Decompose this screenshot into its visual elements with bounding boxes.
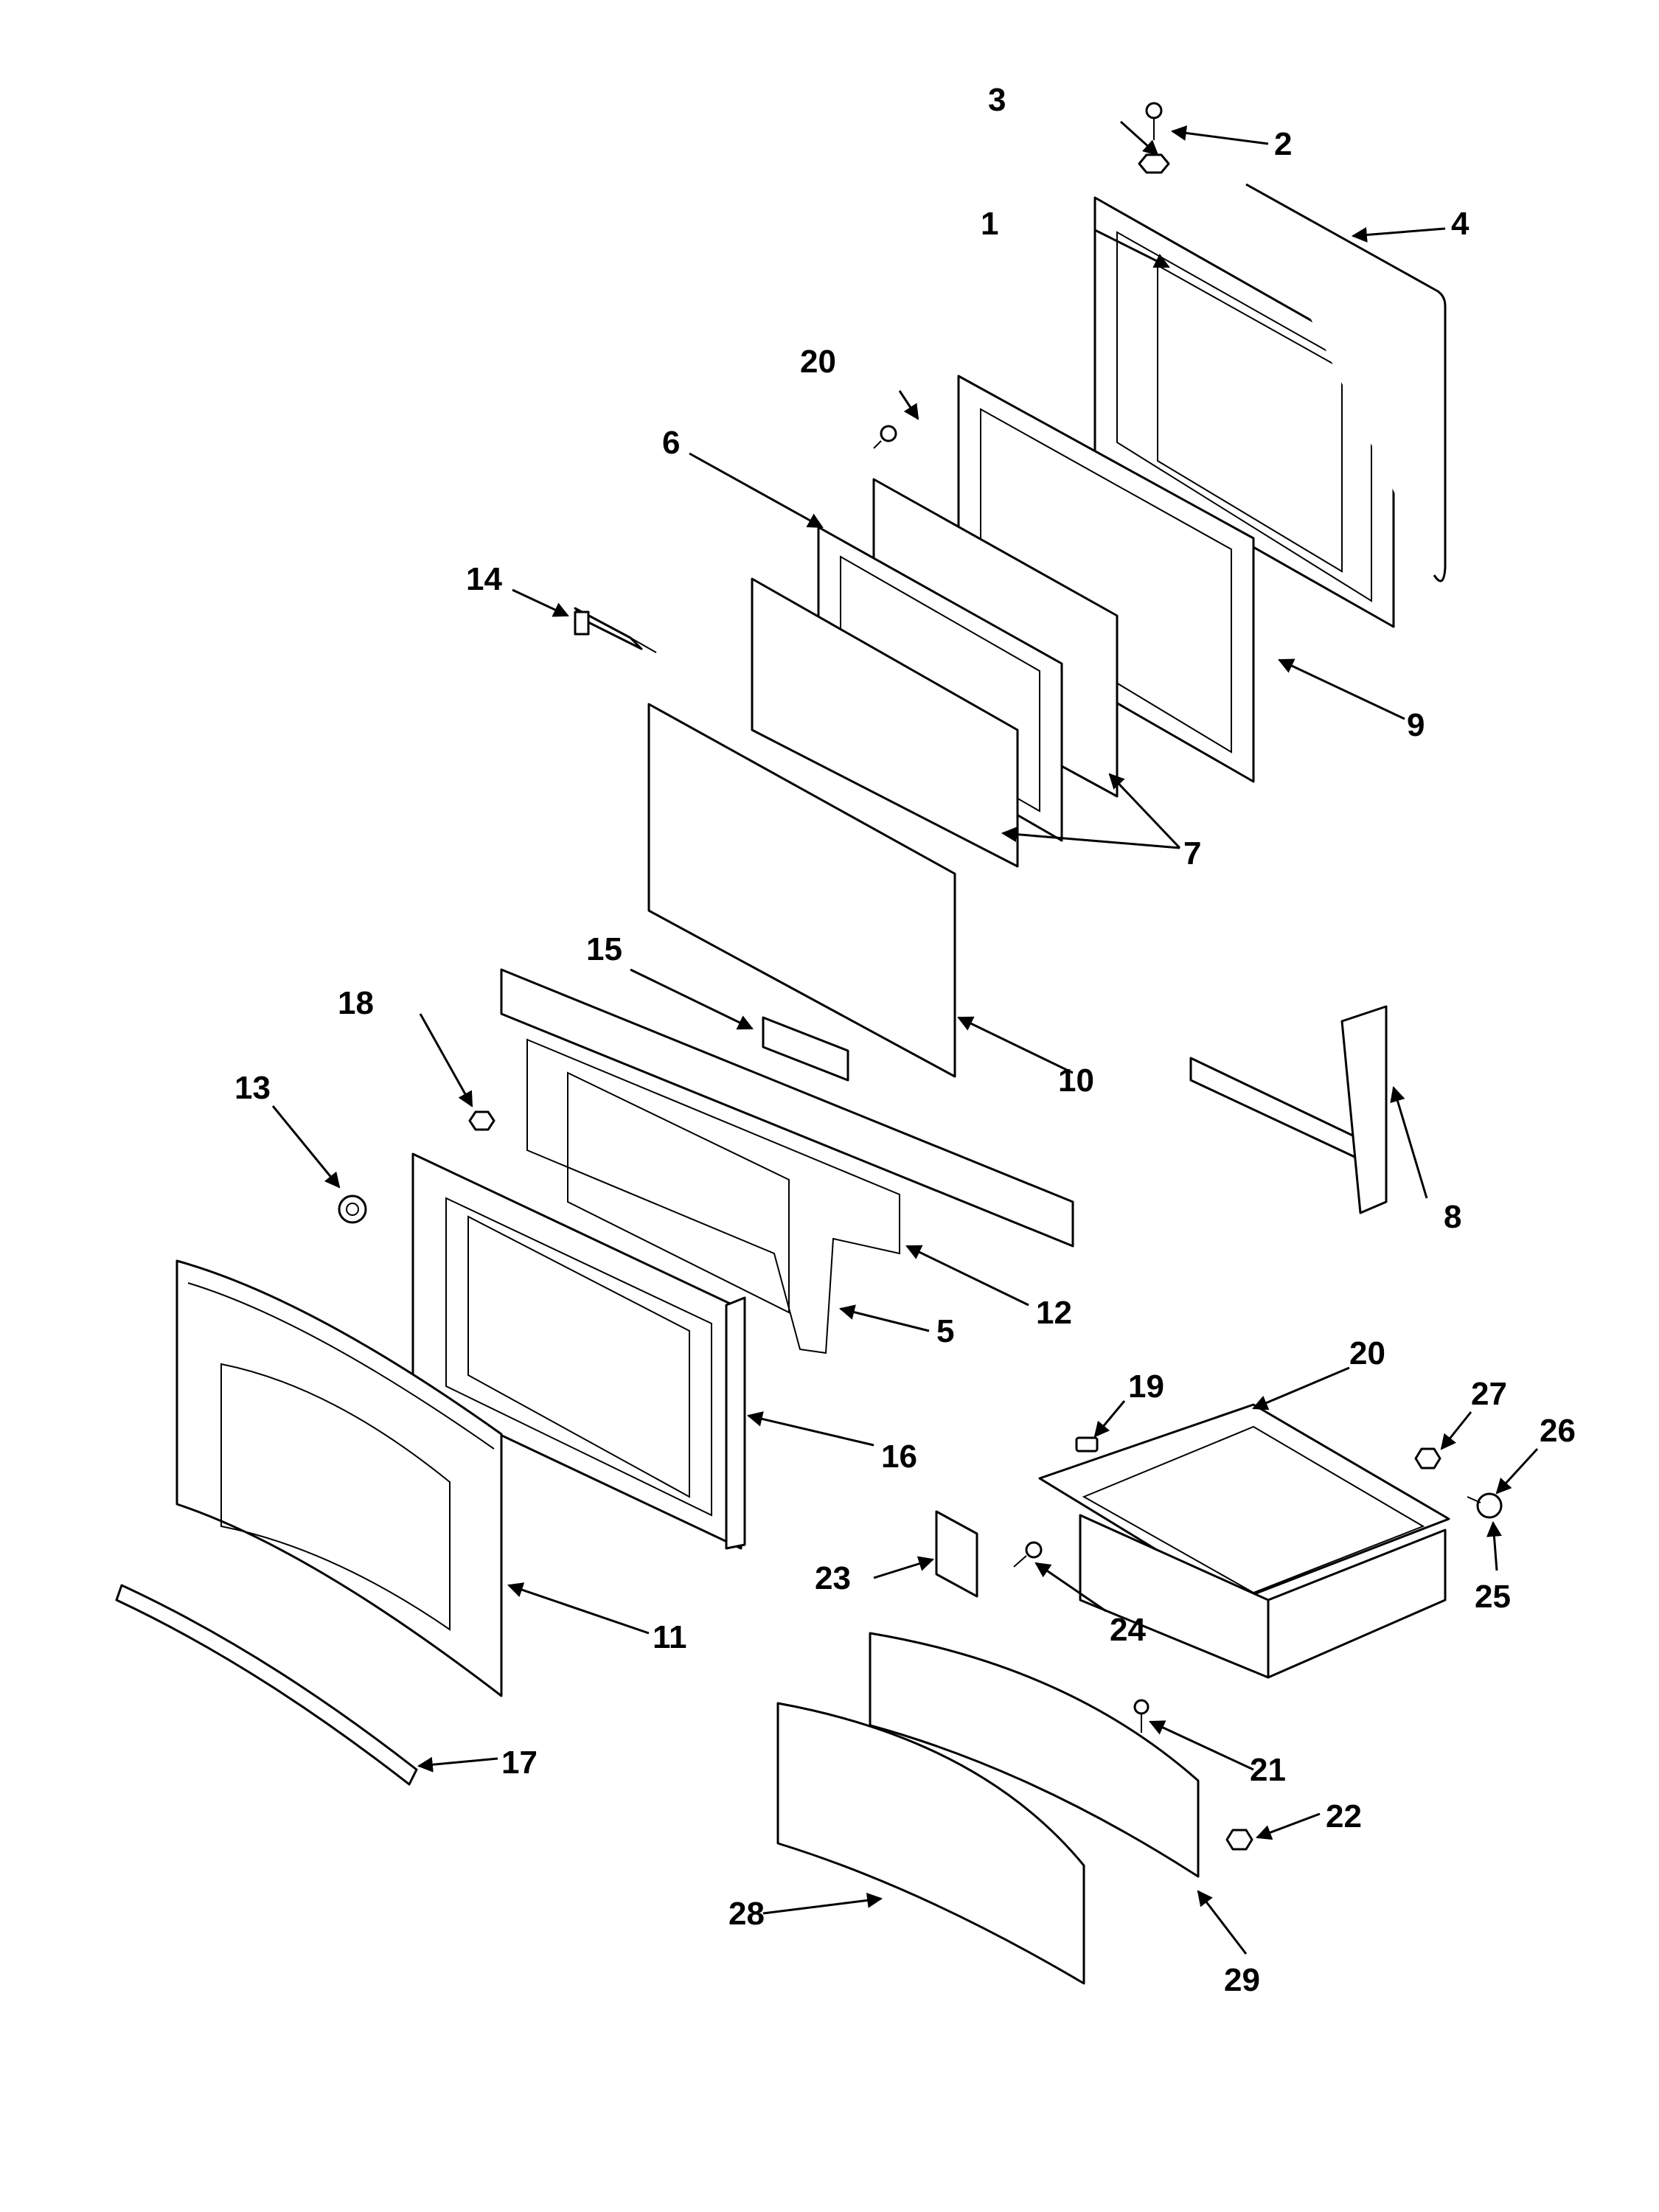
callout-22: 22 bbox=[1326, 1798, 1362, 1834]
nut-part-3 bbox=[1138, 153, 1170, 174]
bracket-part-15 bbox=[762, 1016, 849, 1082]
callout-5: 5 bbox=[936, 1313, 954, 1349]
callout-4: 4 bbox=[1451, 206, 1470, 242]
callout-25: 25 bbox=[1475, 1579, 1511, 1615]
drawer-slide-bracket bbox=[1189, 1005, 1388, 1214]
insulation bbox=[526, 1038, 900, 1354]
screw-part-20-upper bbox=[873, 425, 897, 449]
callout-20-upper: 20 bbox=[800, 344, 836, 380]
drawer-front-panel bbox=[776, 1702, 1085, 1985]
door-liner-strip bbox=[500, 968, 1074, 1248]
callout-21: 21 bbox=[1250, 1752, 1286, 1788]
callout-14: 14 bbox=[466, 561, 502, 597]
callout-29: 29 bbox=[1224, 1962, 1260, 1998]
insulation-window bbox=[567, 1071, 790, 1314]
callout-12: 12 bbox=[1036, 1295, 1072, 1331]
callout-18: 18 bbox=[338, 985, 374, 1021]
callout-23: 23 bbox=[815, 1560, 851, 1596]
nut-part-22 bbox=[1225, 1829, 1253, 1851]
outer-door-panel bbox=[175, 1259, 503, 1697]
callout-24: 24 bbox=[1110, 1612, 1146, 1648]
callout-8: 8 bbox=[1444, 1199, 1461, 1235]
drawer-pan bbox=[1038, 1403, 1450, 1679]
callout-17: 17 bbox=[501, 1745, 538, 1781]
door-frame bbox=[411, 1152, 746, 1550]
callout-1: 1 bbox=[981, 206, 998, 242]
callout-11: 11 bbox=[653, 1619, 687, 1655]
callout-27: 27 bbox=[1471, 1376, 1507, 1412]
inner-door-panel bbox=[1093, 196, 1395, 628]
door-handle bbox=[115, 1584, 418, 1786]
bumper bbox=[1075, 1436, 1099, 1453]
nut-part-27 bbox=[1414, 1447, 1441, 1470]
callout-9: 9 bbox=[1407, 707, 1425, 743]
callout-26: 26 bbox=[1540, 1413, 1576, 1449]
roller bbox=[1467, 1492, 1503, 1519]
hinge bbox=[574, 607, 657, 653]
drawer-front bbox=[869, 1632, 1200, 1878]
grommet bbox=[338, 1194, 367, 1224]
callout-19: 19 bbox=[1128, 1368, 1164, 1405]
callout-2: 2 bbox=[1274, 126, 1292, 162]
glass-pack-part-7 bbox=[751, 478, 1119, 868]
callout-28: 28 bbox=[728, 1896, 765, 1932]
callout-20-lower: 20 bbox=[1349, 1335, 1385, 1371]
callout-labels: 1 2 3 4 5 6 7 8 9 10 11 12 13 14 15 16 1… bbox=[234, 82, 1576, 1998]
callout-6: 6 bbox=[662, 425, 680, 461]
screw-part-21 bbox=[1133, 1699, 1150, 1733]
gasket bbox=[1245, 183, 1447, 582]
screw-part-24 bbox=[1013, 1541, 1043, 1568]
callout-3: 3 bbox=[988, 82, 1006, 118]
outer-glass bbox=[647, 703, 956, 1078]
callout-15: 15 bbox=[586, 931, 622, 967]
callout-7: 7 bbox=[1183, 835, 1201, 872]
nut-part-18 bbox=[468, 1110, 495, 1131]
callout-16: 16 bbox=[881, 1439, 917, 1475]
screw-part-2 bbox=[1145, 102, 1163, 140]
callout-10: 10 bbox=[1058, 1062, 1094, 1099]
drawer-bracket bbox=[935, 1510, 978, 1598]
leader-lines bbox=[271, 120, 1539, 1955]
callout-13: 13 bbox=[234, 1070, 271, 1106]
